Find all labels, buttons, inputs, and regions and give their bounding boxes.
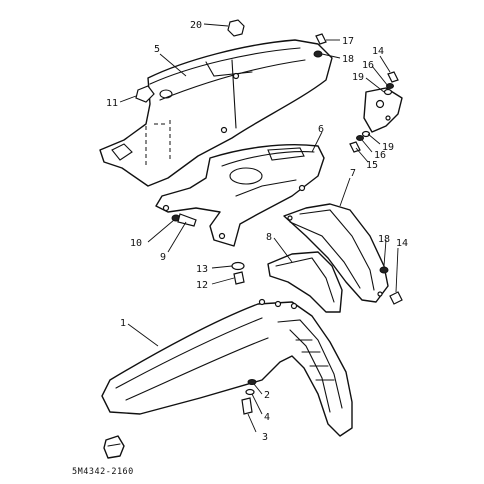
callout-18: 18: [342, 54, 354, 65]
callout-20: 20: [190, 20, 202, 31]
callout-2: 2: [264, 390, 270, 401]
callout-14: 14: [396, 238, 408, 249]
callout-16-upper: 16: [362, 60, 374, 71]
part-9-bolt: [177, 213, 197, 227]
callout-15-lower: 15: [366, 160, 378, 171]
callout-15-upper: 14: [372, 46, 384, 57]
part-20-nut: [227, 19, 245, 37]
callout-5: 5: [154, 44, 160, 55]
part-11-grommet: [135, 85, 155, 103]
part-7-mud-guard: [283, 203, 389, 303]
callout-10: 10: [130, 238, 142, 249]
part-17-bolt: [315, 33, 327, 45]
callout-8: 8: [266, 232, 272, 243]
part-3-bolt: [241, 397, 253, 415]
diagram-code: 5M4342-2160: [72, 467, 134, 477]
part-12-bolt: [233, 271, 245, 285]
part-2-washer: [247, 379, 257, 385]
part-1-front-fender: [101, 298, 353, 437]
rear-bracket: [363, 87, 403, 133]
callout-17: 17: [342, 36, 354, 47]
callout-19-lower: 19: [382, 142, 394, 153]
callout-19-upper: 19: [352, 72, 364, 83]
part-6-lower-fender: [155, 144, 325, 247]
callout-3: 3: [262, 432, 268, 443]
leader-lines: [119, 23, 399, 433]
callout-16-lower: 16: [374, 150, 386, 161]
callout-18-lower: 18: [378, 234, 390, 245]
callout-13: 13: [196, 264, 208, 275]
callout-9: 9: [160, 252, 166, 263]
callout-1: 1: [120, 318, 126, 329]
part-14-bolt: [389, 291, 403, 305]
callout-labels: 20 17 18 5 11 14 16 19 6 19 16 15 7 10 9…: [72, 20, 408, 477]
callout-7: 7: [350, 168, 356, 179]
part-18-washer: [313, 50, 323, 58]
callout-12: 12: [196, 280, 208, 291]
callout-6: 6: [318, 124, 324, 135]
part-8-flap: [267, 251, 343, 313]
small-bracket: [103, 435, 125, 459]
part-13-washer: [231, 261, 245, 271]
callout-11: 11: [106, 98, 118, 109]
part-4-washer: [245, 388, 255, 396]
callout-4: 4: [264, 412, 270, 423]
part-18-washer-lower: [379, 266, 389, 274]
part-5-rear-fender: [99, 39, 333, 187]
hardware: [135, 19, 403, 415]
